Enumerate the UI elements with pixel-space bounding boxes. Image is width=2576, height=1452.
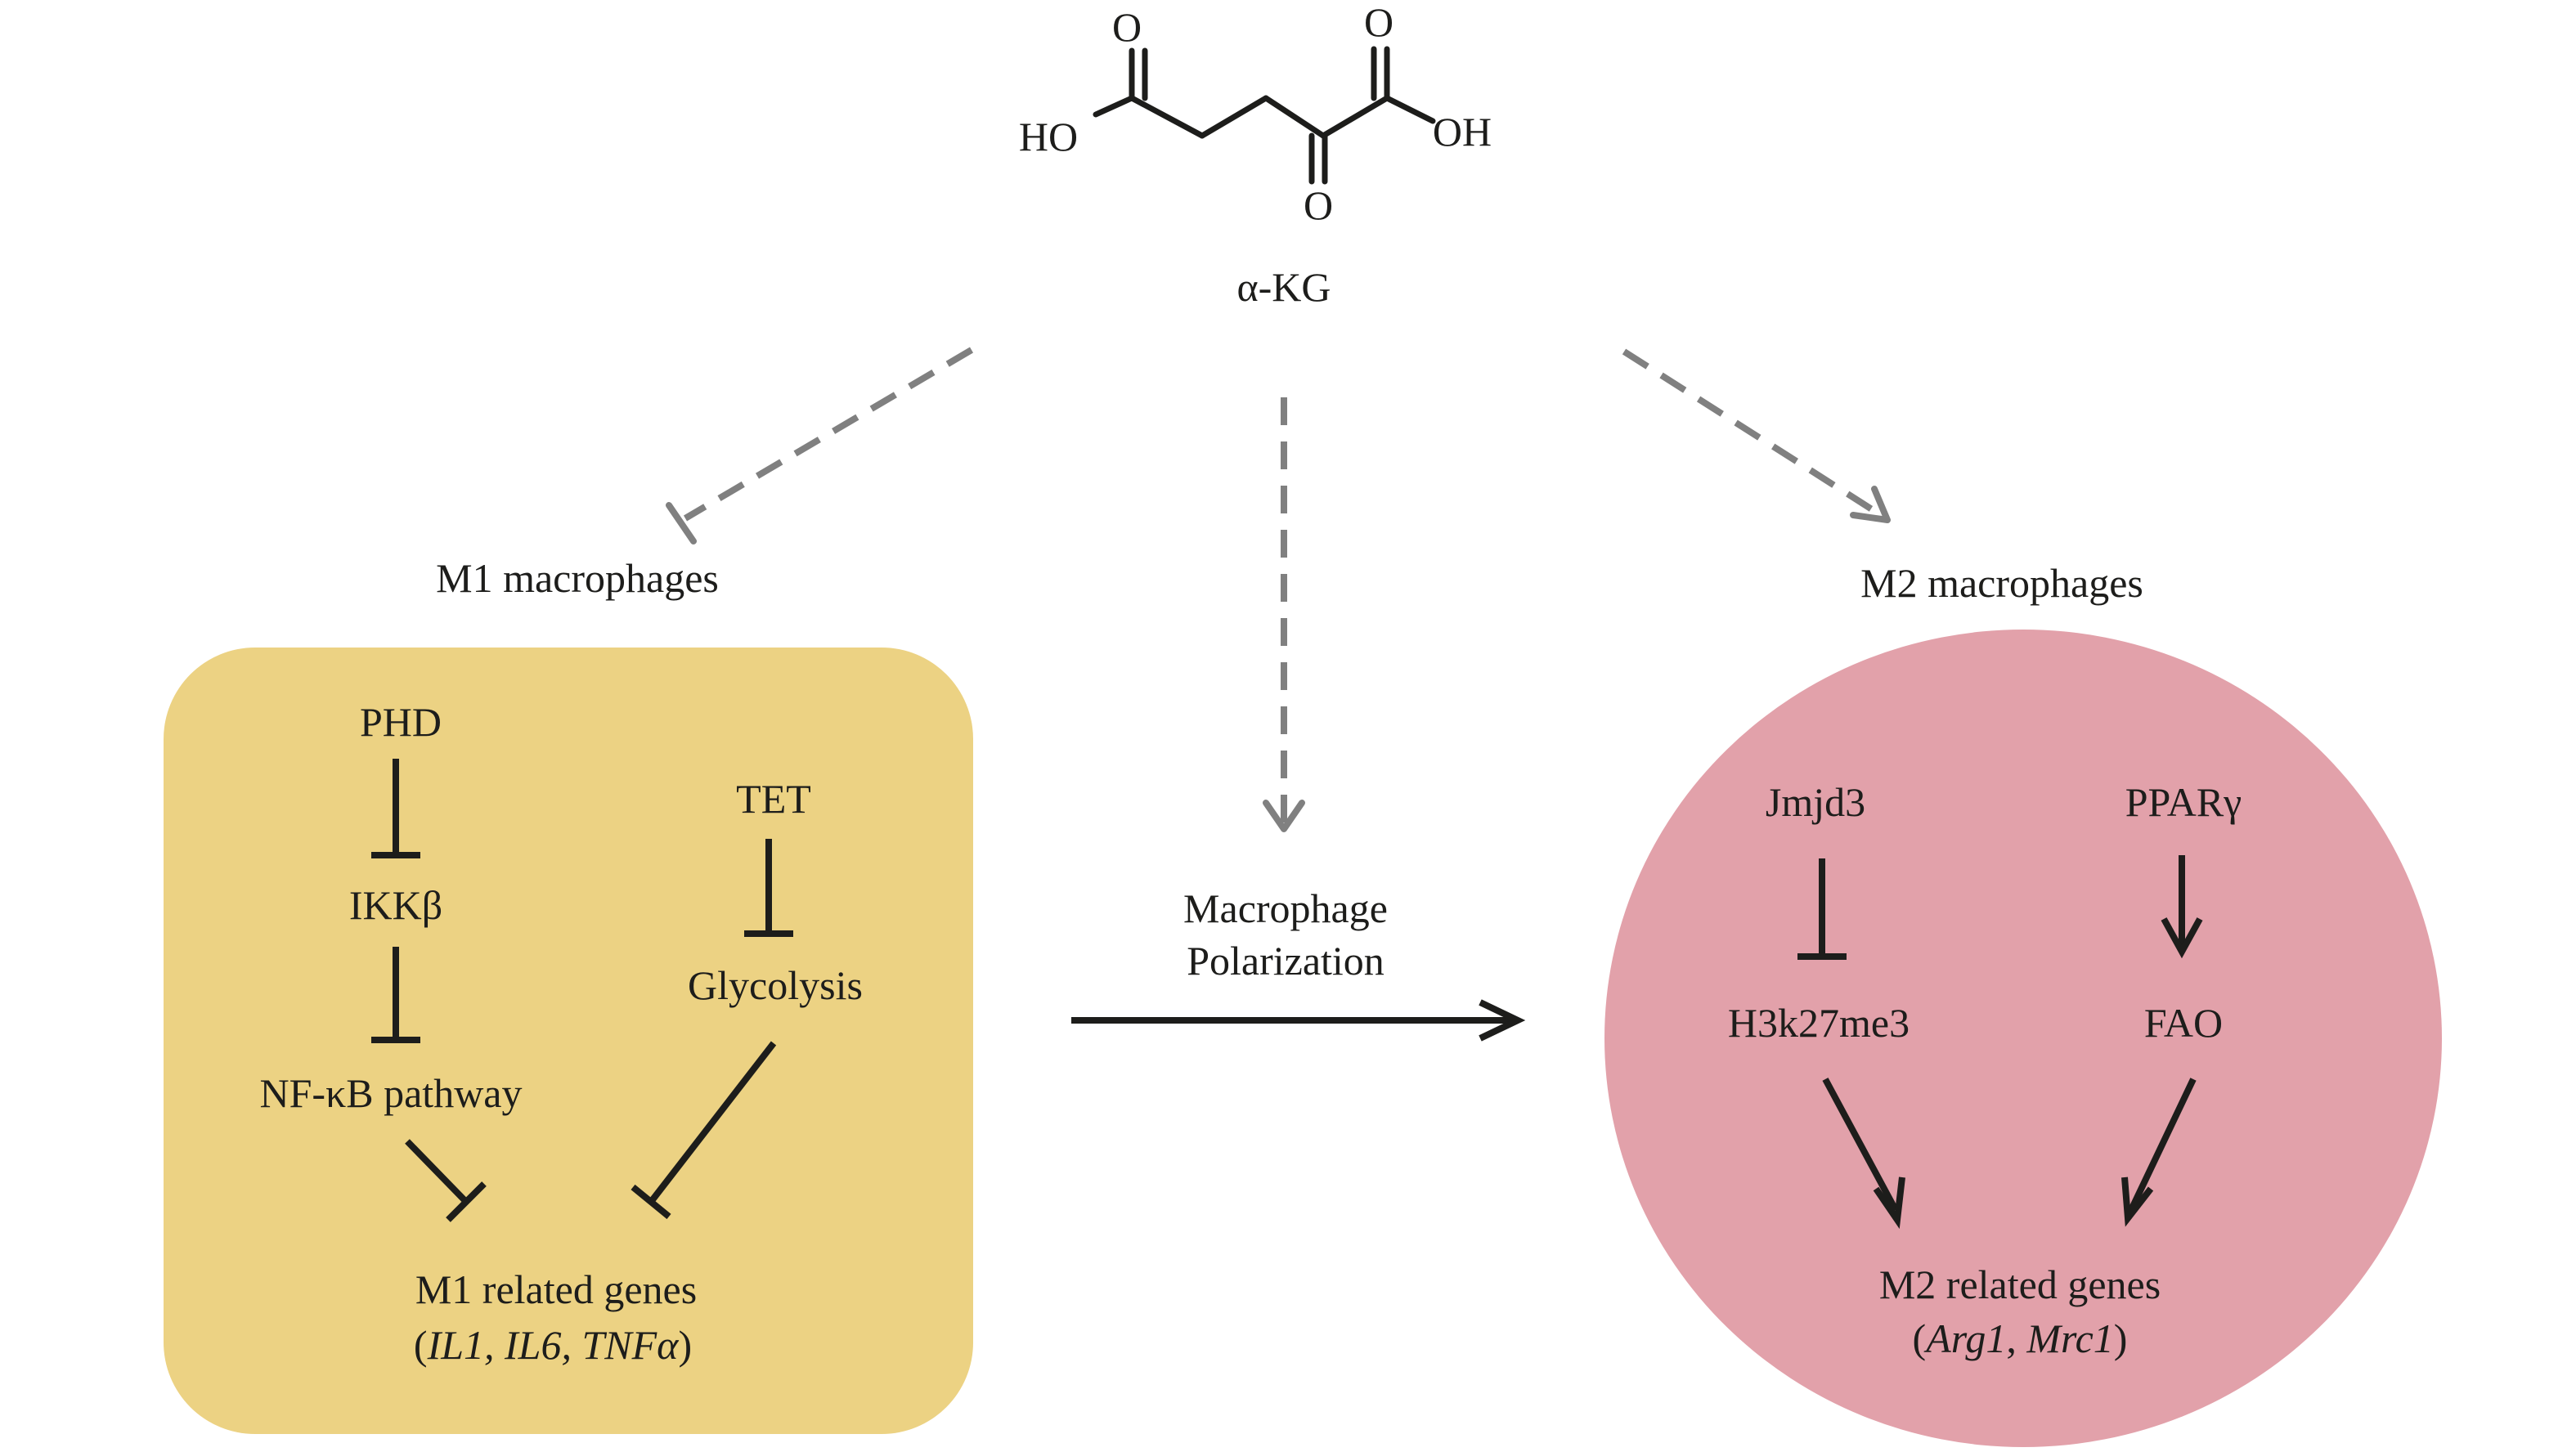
atom-o-top-left: O <box>1112 4 1142 50</box>
m1-tet: TET <box>736 776 811 822</box>
m1-phd: PHD <box>360 699 442 745</box>
polarization-line2: Polarization <box>1187 938 1384 984</box>
atom-oh: OH <box>1433 109 1492 155</box>
dashed-inhibit-m1-bar <box>666 502 697 544</box>
atom-o-ketone: O <box>1304 182 1333 228</box>
m1-title: M1 macrophages <box>436 555 719 601</box>
m1-genes-list: (IL1, IL6, TNFα) <box>414 1322 692 1368</box>
bond-c2-c3 <box>1199 95 1269 139</box>
inhibit-nfkb-genes-bar <box>446 1181 487 1222</box>
arrow-h3k27-genes <box>1822 1078 1899 1212</box>
m2-jmjd3: Jmjd3 <box>1766 779 1865 825</box>
m2-title: M2 macrophages <box>1860 560 2143 606</box>
m1-ikkb: IKKβ <box>349 882 442 928</box>
polarization-arrow-head <box>1479 999 1526 1042</box>
m2-genes-list: (Arg1, Mrc1) <box>1913 1315 2128 1361</box>
inhibit-nfkb-genes <box>405 1139 469 1204</box>
dashed-arrow-center-head <box>1263 800 1305 832</box>
m1-box <box>164 648 973 1434</box>
inhibit-glycolysis-genes <box>648 1041 777 1204</box>
bond-c5-oh <box>1384 95 1436 124</box>
bond-c3-c4 <box>1263 95 1326 139</box>
m2-fao: FAO <box>2144 1000 2223 1046</box>
dashed-inhibit-m1 <box>683 347 974 522</box>
arrow-ppar-fao-head <box>2161 917 2203 959</box>
atom-o-top-right: O <box>1364 0 1393 45</box>
molecule-name: α-KG <box>1236 264 1331 310</box>
m2-circle <box>1604 630 2442 1447</box>
m1-glycolysis: Glycolysis <box>688 962 863 1008</box>
m2-genes-title: M2 related genes <box>1879 1262 2161 1307</box>
m2-ppar: PPARγ <box>2125 779 2242 825</box>
arrow-fao-genes <box>2128 1078 2197 1212</box>
m1-genes-title: M1 related genes <box>415 1266 697 1312</box>
m1-nfkb: NF-κB pathway <box>260 1070 523 1116</box>
m2-h3k27me3: H3k27me3 <box>1728 1000 1910 1046</box>
bond-c1-c2 <box>1129 95 1205 139</box>
dashed-arrow-m2 <box>1622 348 1883 518</box>
bond-c4-c5 <box>1320 95 1390 139</box>
polarization-line1: Macrophage <box>1183 885 1388 931</box>
arrow-fao-genes-head <box>2121 1176 2154 1227</box>
bond-ho-c1 <box>1093 95 1135 118</box>
alpha-kg-structure: O O O HO OH <box>1019 0 1492 228</box>
dashed-arrow-m2-head <box>1850 486 1891 523</box>
arrow-h3k27-genes-head <box>1873 1176 1905 1230</box>
atom-ho: HO <box>1019 114 1078 159</box>
inhibit-glycolysis-genes-bar <box>631 1184 671 1220</box>
